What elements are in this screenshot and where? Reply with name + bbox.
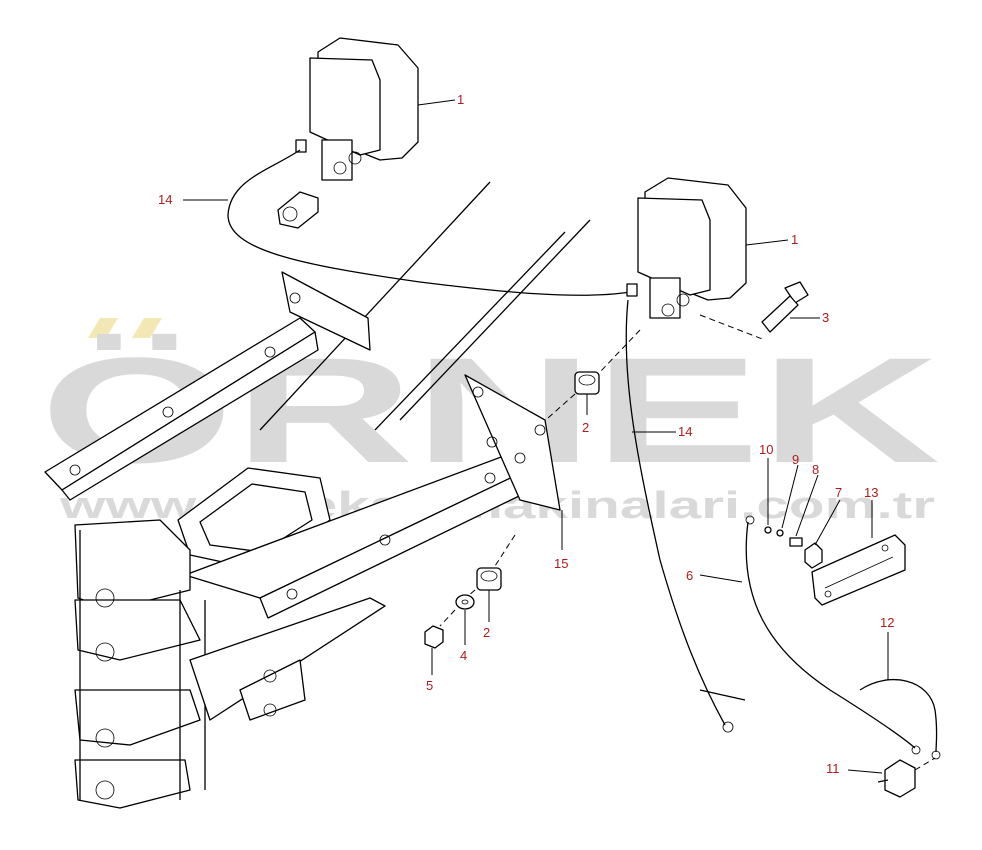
- callout-9: 9: [792, 452, 799, 467]
- callout-4: 4: [460, 648, 467, 663]
- work-lamp-1-top: [309, 37, 419, 181]
- callout-3: 3: [822, 310, 829, 325]
- cable-6: [745, 521, 916, 749]
- callout-13: 13: [864, 485, 878, 500]
- spacer-2-lower: [476, 534, 516, 591]
- work-lamp-1-right: [637, 177, 747, 319]
- bolt-3: [699, 281, 809, 341]
- callout-5: 5: [426, 678, 433, 693]
- spacer-2-upper: [547, 329, 641, 419]
- callout-14-top: 14: [158, 192, 172, 207]
- callout-2-lower: 2: [483, 625, 490, 640]
- callout-14-right: 14: [678, 424, 692, 439]
- callout-10: 10: [759, 442, 773, 457]
- washer-4: [455, 589, 476, 610]
- switch-11: [877, 757, 936, 798]
- nut-5: [424, 609, 456, 649]
- callout-1-right: 1: [791, 232, 798, 247]
- callout-6: 6: [686, 568, 693, 583]
- callout-8: 8: [812, 462, 819, 477]
- callout-2-upper: 2: [582, 420, 589, 435]
- callout-12: 12: [880, 615, 894, 630]
- callout-7: 7: [835, 485, 842, 500]
- callout-labels: 1 1 3 2 2 4 5 14 14 15 6 10 9 8 7 13 12 …: [158, 92, 894, 776]
- bracket-13: [811, 534, 906, 606]
- callout-11: 11: [826, 761, 840, 776]
- chassis-frame: [44, 181, 591, 809]
- cable-14-down: [625, 299, 726, 726]
- cable-14-top: [227, 149, 631, 296]
- callout-1-top: 1: [457, 92, 464, 107]
- cable-12: [859, 678, 938, 753]
- connector-plug: [277, 139, 319, 229]
- small-parts-7-10: [764, 526, 823, 569]
- callout-15: 15: [554, 556, 568, 571]
- leader-lines: [183, 99, 889, 774]
- watermark-accent-right: [132, 318, 162, 338]
- watermark-accent-left: [88, 318, 118, 338]
